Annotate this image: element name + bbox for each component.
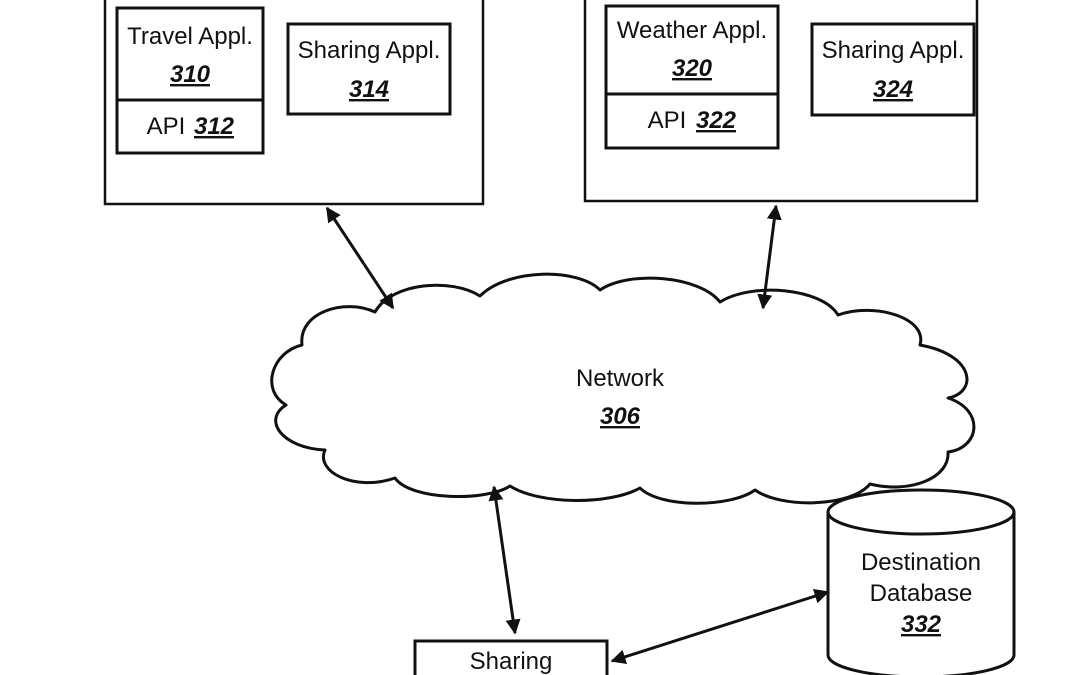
api-322-ref: 322 <box>696 107 737 134</box>
weather-app-box: Weather Appl. 320 <box>606 6 778 94</box>
travel-app-label: Travel Appl. <box>127 23 253 50</box>
left-device-network-arrow <box>327 208 393 308</box>
sharing-database-arrow <box>612 592 828 661</box>
travel-app-box: Travel Appl. 310 <box>117 8 263 100</box>
right-device: Weather Appl. 320 API 322 Sharing Appl. … <box>585 0 977 201</box>
destination-database: Destination Database 332 <box>828 490 1014 675</box>
network-cloud: Network 306 <box>272 274 974 503</box>
database-ref: 332 <box>901 611 942 638</box>
sharing-app-314-ref: 314 <box>349 76 389 103</box>
weather-app-ref: 320 <box>672 55 713 82</box>
api-312-ref: 312 <box>194 113 235 140</box>
sharing-app-324-box: Sharing Appl. 324 <box>812 24 974 115</box>
weather-app-label: Weather Appl. <box>617 17 767 44</box>
travel-app-ref: 310 <box>170 61 211 88</box>
network-label: Network <box>576 365 665 392</box>
sharing-server-label: Sharing <box>470 648 553 675</box>
api-322-box: API 322 <box>606 94 778 148</box>
api-322-label: API <box>648 107 687 134</box>
sharing-app-324-label: Sharing Appl. <box>822 37 965 64</box>
network-sharing-arrow <box>494 487 515 633</box>
network-ref: 306 <box>600 403 641 430</box>
sharing-app-324-ref: 324 <box>873 76 913 103</box>
sharing-server: Sharing <box>415 641 607 675</box>
database-label-line2: Database <box>870 580 973 607</box>
sharing-app-314-label: Sharing Appl. <box>298 37 441 64</box>
database-label-line1: Destination <box>861 549 981 576</box>
api-312-box: API 312 <box>117 100 263 153</box>
sharing-app-314-box: Sharing Appl. 314 <box>288 24 450 114</box>
left-device: Travel Appl. 310 API 312 Sharing Appl. 3… <box>105 0 483 204</box>
api-312-label: API <box>147 113 186 140</box>
